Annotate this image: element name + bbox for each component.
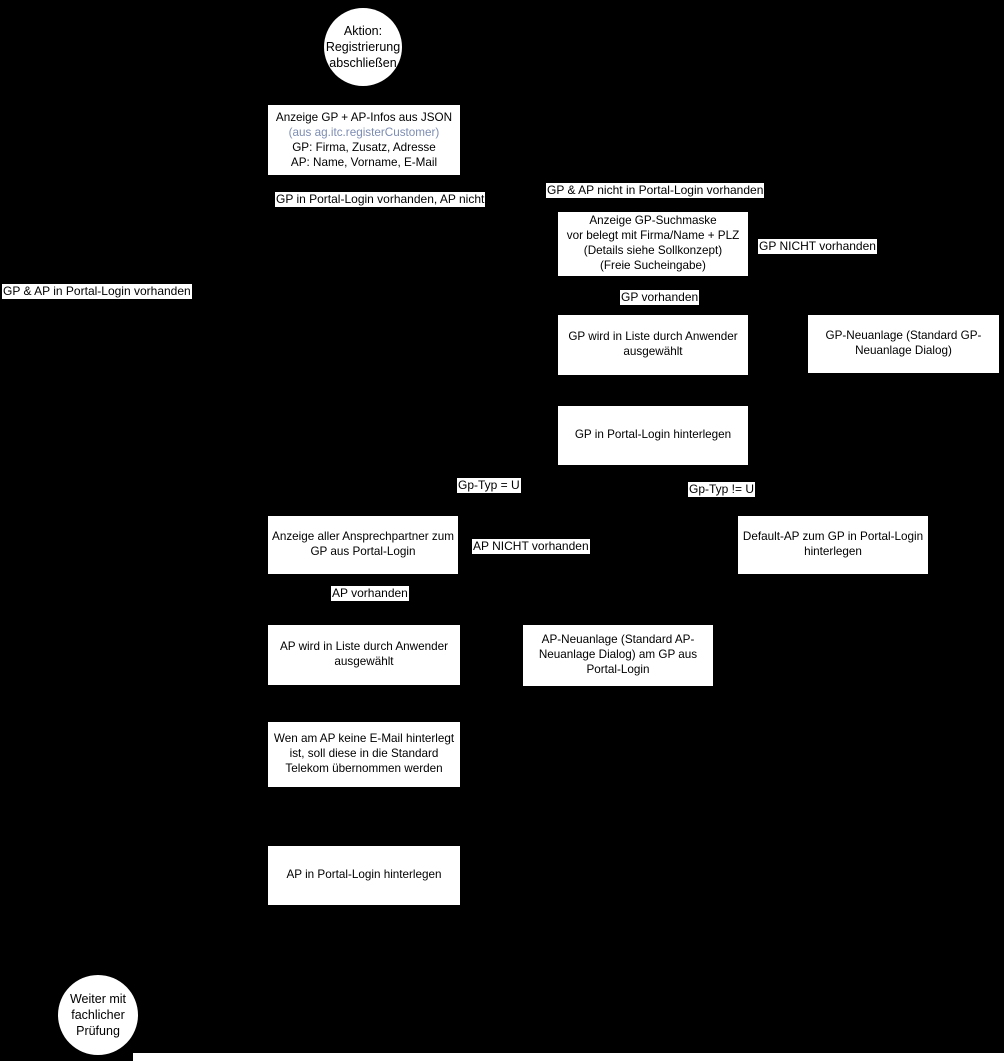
- json-info-code-ref: (aus ag.itc.registerCustomer): [288, 126, 440, 139]
- edge-label-gp-typ-u: Gp-Typ = U: [457, 478, 521, 493]
- edge-label-gp-nicht-vorhanden: GP NICHT vorhanden: [758, 239, 877, 254]
- default-ap-label: Default-AP zum GP in Portal-Login hinter…: [742, 530, 924, 558]
- end-node: Weiter mit fachlicher Prüfung: [58, 975, 138, 1055]
- node-json-info: Anzeige GP + AP-Infos aus JSON (aus ag.i…: [268, 105, 460, 175]
- json-info-line1: Anzeige GP + AP-Infos aus JSON: [275, 111, 453, 124]
- ap-hinterlegen-label: AP in Portal-Login hinterlegen: [286, 868, 442, 882]
- node-gp-neuanlage: GP-Neuanlage (Standard GP-Neuanlage Dial…: [808, 315, 999, 373]
- edge-label-gp-vorhanden-ap-nicht: GP in Portal-Login vorhanden, AP nicht: [275, 192, 486, 207]
- page-edge-strip: [133, 1053, 1004, 1061]
- node-ap-neuanlage: AP-Neuanlage (Standard AP-Neuanlage Dial…: [523, 625, 713, 686]
- node-ap-hinterlegen: AP in Portal-Login hinterlegen: [268, 846, 460, 905]
- edge-label-ap-vorhanden: AP vorhanden: [331, 586, 409, 601]
- ap-liste-label: AP wird in Liste durch Anwender ausgewäh…: [279, 640, 449, 668]
- edge-label-gp-ap-vorhanden: GP & AP in Portal-Login vorhanden: [2, 284, 192, 299]
- node-gp-liste: GP wird in Liste durch Anwender ausgewäh…: [558, 315, 748, 375]
- node-ap-anzeige: Anzeige aller Ansprechpartner zum GP aus…: [268, 516, 458, 574]
- node-default-ap: Default-AP zum GP in Portal-Login hinter…: [738, 516, 928, 574]
- json-info-line3: GP: Firma, Zusatz, Adresse: [292, 141, 436, 154]
- start-node: Aktion: Registrierung abschließen: [324, 8, 402, 86]
- node-ap-liste: AP wird in Liste durch Anwender ausgewäh…: [268, 625, 460, 685]
- ap-email-hinweis-label: Wen am AP keine E-Mail hinterlegt ist, s…: [273, 732, 455, 775]
- node-gp-suchmaske: Anzeige GP-Suchmaske vor belegt mit Firm…: [558, 212, 748, 276]
- edge-label-gp-ap-nicht-vorhanden: GP & AP nicht in Portal-Login vorhanden: [546, 183, 765, 198]
- gp-liste-label: GP wird in Liste durch Anwender ausgewäh…: [568, 330, 738, 358]
- ap-neuanlage-label: AP-Neuanlage (Standard AP-Neuanlage Dial…: [538, 633, 698, 676]
- start-node-label: Aktion: Registrierung abschließen: [325, 23, 401, 71]
- node-ap-email-hinweis: Wen am AP keine E-Mail hinterlegt ist, s…: [268, 722, 460, 787]
- json-info-line4: AP: Name, Vorname, E-Mail: [290, 156, 438, 169]
- gp-hinterlegen-label: GP in Portal-Login hinterlegen: [574, 428, 732, 442]
- node-gp-hinterlegen: GP in Portal-Login hinterlegen: [558, 406, 748, 465]
- edge-label-ap-nicht-vorhanden: AP NICHT vorhanden: [472, 539, 590, 554]
- end-node-label: Weiter mit fachlicher Prüfung: [69, 991, 127, 1039]
- gp-neuanlage-label: GP-Neuanlage (Standard GP-Neuanlage Dial…: [825, 329, 982, 357]
- edge-label-gp-vorhanden: GP vorhanden: [620, 290, 700, 305]
- ap-anzeige-label: Anzeige aller Ansprechpartner zum GP aus…: [272, 530, 454, 558]
- gp-suchmaske-label: Anzeige GP-Suchmaske vor belegt mit Firm…: [566, 214, 740, 272]
- edge-label-gp-typ-not-u: Gp-Typ != U: [688, 482, 756, 497]
